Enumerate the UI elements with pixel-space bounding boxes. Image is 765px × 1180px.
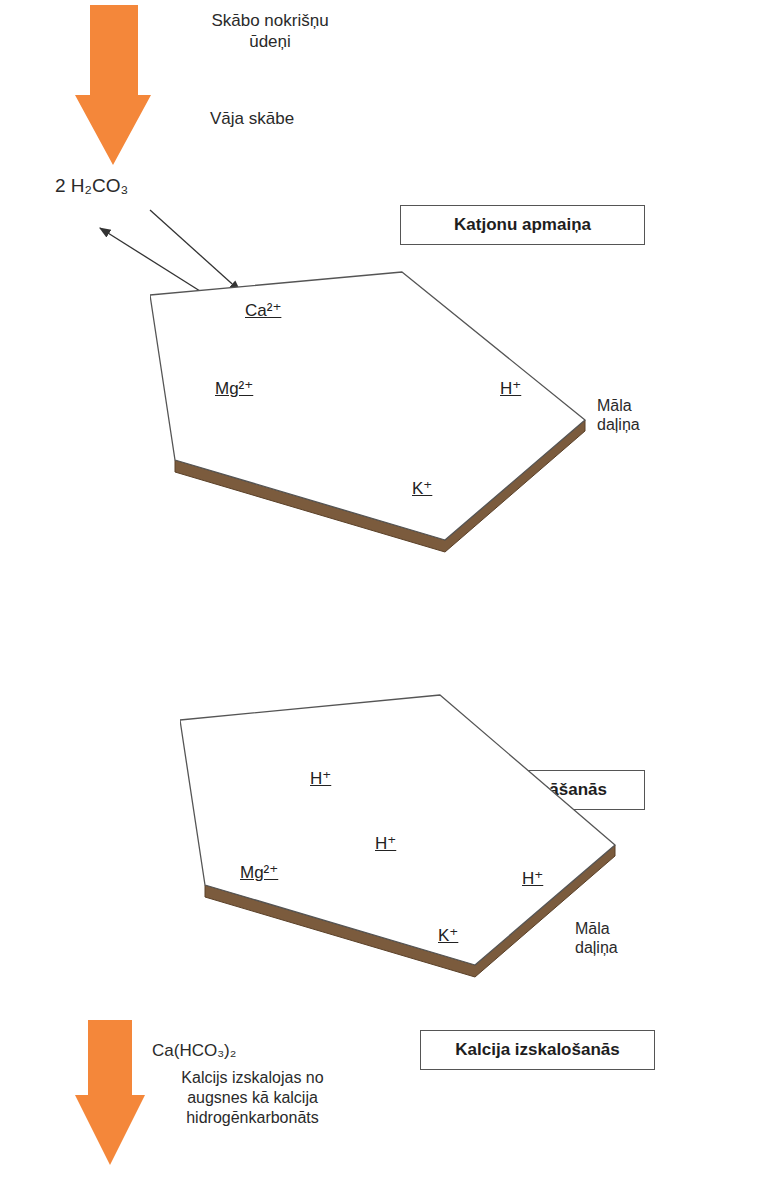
acid-label: Vāja skābe xyxy=(210,108,320,129)
cation-label: H⁺ xyxy=(500,378,521,399)
stage-title: Katjonu apmaiņa xyxy=(454,215,591,235)
cation-label: K⁺ xyxy=(412,478,432,499)
stage-box: Kalcija izskalošanās xyxy=(420,1030,655,1070)
cation-label: H⁺ xyxy=(375,833,396,854)
formula-label: Ca(HCO₃)₂ xyxy=(152,1040,292,1061)
leaching-arrow xyxy=(75,1020,145,1165)
exchange-arrow xyxy=(100,228,200,291)
formula-label: 2 H₂CO₃ xyxy=(55,174,175,198)
clay-particle: Ca²⁺ Mg²⁺ H⁺ K⁺ Māla daļiņa xyxy=(150,270,670,562)
cation-label: Mg²⁺ xyxy=(215,378,253,399)
cation-label: Mg²⁺ xyxy=(240,862,278,883)
cation-label: H⁺ xyxy=(522,868,543,889)
cation-label: H⁺ xyxy=(310,768,331,789)
clay-particle: H⁺ H⁺ Mg²⁺ H⁺ K⁺ Māla daļiņa xyxy=(180,693,700,985)
stage-title: Kalcija izskalošanās xyxy=(455,1040,619,1060)
clay-particle-shape xyxy=(150,270,670,562)
particle-label: Māla daļiņa xyxy=(597,396,659,434)
cation-label: Ca²⁺ xyxy=(245,300,281,321)
particle-label: Māla daļiņa xyxy=(575,919,637,957)
cation-label: K⁺ xyxy=(438,925,458,946)
leaching-note: Kalcijs izskalojas no augsnes kā kalcija… xyxy=(150,1068,355,1128)
stage-box: Katjonu apmaiņa xyxy=(400,205,645,245)
particle-face xyxy=(180,695,615,965)
rain-label: Skābo nokrišņu ūdeņi xyxy=(195,10,345,53)
particle-face xyxy=(150,272,585,540)
rain-arrow xyxy=(75,5,151,165)
exchange-arrow xyxy=(150,210,240,291)
